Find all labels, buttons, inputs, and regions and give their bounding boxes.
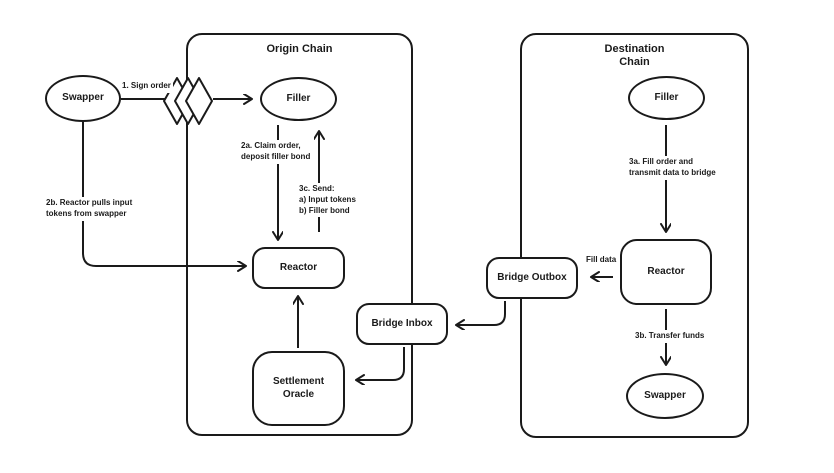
connector-swapper-to-reactor-origin [82,122,246,266]
connector-inbox-to-oracle [356,347,405,380]
diamond-icon [185,77,213,125]
node-label: Filler [654,91,679,103]
node-label: Settlement Oracle [272,376,325,400]
destination-chain-title: Destination Chain [522,43,747,69]
node-label: Bridge Inbox [371,317,433,329]
edge-label-sign-order: 1. Sign order [120,80,173,93]
edge-label-fill-data: Fill data [584,254,619,267]
node-label: Reactor [279,261,318,273]
node-label: Bridge Outbox [497,271,567,283]
edge-label-claim-order: 2a. Claim order, deposit filler bond [239,140,313,164]
node-label: Filler [286,92,311,104]
node-filler-destination: Filler [628,76,705,120]
node-swapper-origin: Swapper [45,75,121,122]
destination-chain-title-text: Destination Chain [604,43,665,69]
origin-chain-box: Origin Chain [186,33,413,436]
node-swapper-destination: Swapper [626,373,704,419]
edge-label-reactor-pulls: 2b. Reactor pulls input tokens from swap… [44,197,135,221]
node-label: Reactor [647,265,685,277]
edge-label-fill-order: 3a. Fill order and transmit data to brid… [627,156,718,180]
edge-label-transfer-funds: 3b. Transfer funds [633,330,707,343]
node-bridge-outbox: Bridge Outbox [486,257,578,299]
origin-chain-title-text: Origin Chain [266,43,333,55]
origin-chain-title: Origin Chain [188,43,411,56]
edge-label-send: 3c. Send: a) Input tokens b) Filler bond [297,183,358,218]
node-reactor-destination: Reactor [620,239,712,305]
node-filler-origin: Filler [260,77,337,121]
connector-outbox-to-inbox [456,301,506,325]
node-bridge-inbox: Bridge Inbox [356,303,448,345]
node-reactor-origin: Reactor [252,247,345,289]
destination-chain-box: Destination Chain [520,33,749,438]
node-settlement-oracle: Settlement Oracle [252,351,345,426]
node-label: Swapper [62,92,104,104]
node-label: Swapper [644,389,686,401]
